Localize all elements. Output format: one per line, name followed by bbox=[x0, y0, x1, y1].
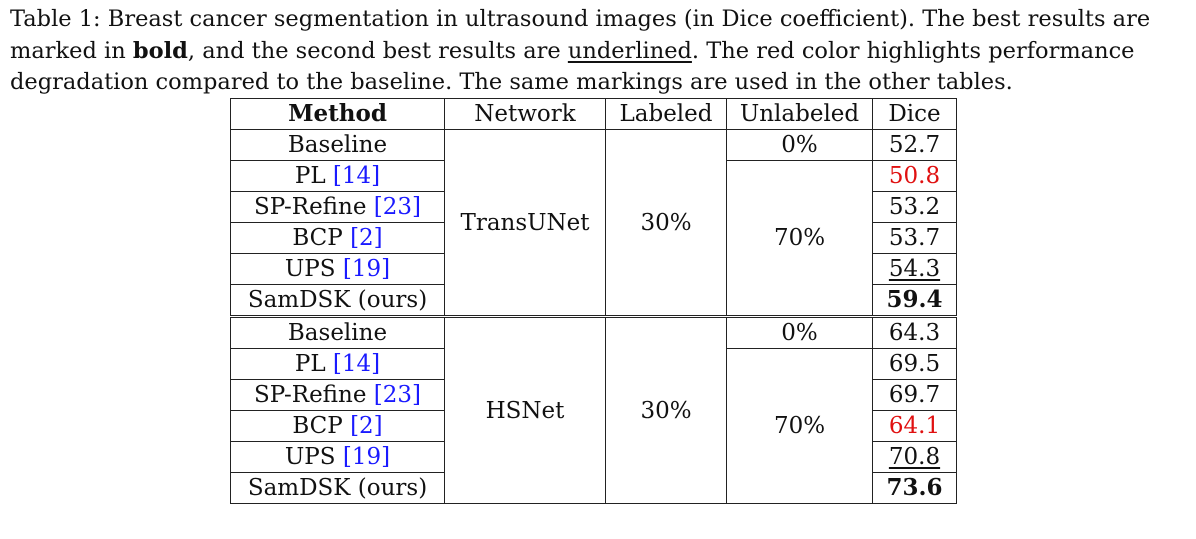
dice-cell: 64.1 bbox=[872, 410, 957, 442]
dice-value: 53.2 bbox=[888, 194, 941, 220]
method-name: BCP bbox=[292, 225, 351, 251]
citation-link[interactable]: [23] bbox=[373, 194, 421, 220]
method-name: UPS bbox=[284, 444, 343, 470]
dice-cell: 64.3 bbox=[872, 315, 957, 349]
method-name: SP-Refine bbox=[254, 382, 374, 408]
dice-cell: 59.4 bbox=[872, 284, 957, 317]
method-name: Baseline bbox=[287, 320, 388, 346]
dice-cell: 69.7 bbox=[872, 379, 957, 411]
caption-text-3: . The red color highlights performance d… bbox=[10, 37, 1135, 96]
unlabeled-cell: 0% bbox=[726, 129, 873, 161]
citation-link[interactable]: [19] bbox=[342, 256, 391, 282]
method-cell: SamDSK (ours) bbox=[230, 472, 445, 504]
table-row: BCP [2] 53.7 bbox=[230, 222, 957, 254]
method-name: BCP bbox=[292, 413, 351, 439]
method-cell: BCP [2] bbox=[230, 410, 445, 442]
method-cell: Baseline bbox=[230, 315, 445, 349]
method-cell: BCP [2] bbox=[230, 222, 445, 254]
dice-value: 70.8 bbox=[888, 444, 941, 470]
table-row: UPS [19] 70.8 bbox=[230, 441, 957, 473]
results-table: Method Network Labeled Unlabeled Dice Ba… bbox=[230, 98, 957, 504]
method-name: PL bbox=[294, 163, 333, 189]
network-cell: TransUNet bbox=[444, 129, 606, 317]
header-row: Method Network Labeled Unlabeled Dice bbox=[230, 98, 957, 130]
dice-value: 59.4 bbox=[886, 286, 943, 313]
citation-link[interactable]: [19] bbox=[342, 444, 391, 470]
table-row: SamDSK (ours) 73.6 bbox=[230, 472, 957, 504]
method-cell: UPS [19] bbox=[230, 441, 445, 473]
method-name: UPS bbox=[284, 256, 343, 282]
dice-cell: 53.2 bbox=[872, 191, 957, 223]
caption-text-1: Table 1: Breast cancer segmentation in u… bbox=[10, 6, 1151, 64]
dice-cell: 70.8 bbox=[872, 441, 957, 473]
method-cell: UPS [19] bbox=[230, 253, 445, 285]
table-row: SP-Refine [23] 69.7 bbox=[230, 379, 957, 411]
header-dice: Dice bbox=[872, 98, 957, 130]
header-labeled: Labeled bbox=[605, 98, 727, 130]
dice-value: 69.7 bbox=[888, 382, 941, 408]
dice-cell: 53.7 bbox=[872, 222, 957, 254]
method-name: SamDSK (ours) bbox=[247, 287, 428, 313]
method-name: SamDSK (ours) bbox=[247, 475, 428, 501]
citation-link[interactable]: [23] bbox=[373, 382, 421, 408]
dice-cell: 69.5 bbox=[872, 348, 957, 380]
citation-link[interactable]: [2] bbox=[350, 225, 383, 251]
dice-value: 50.8 bbox=[888, 163, 941, 189]
dice-value: 52.7 bbox=[888, 132, 941, 158]
method-cell: SamDSK (ours) bbox=[230, 284, 445, 317]
dice-value: 73.6 bbox=[886, 474, 943, 501]
unlabeled-cell: 70% bbox=[726, 160, 873, 317]
method-cell: PL [14] bbox=[230, 160, 445, 192]
method-cell: SP-Refine [23] bbox=[230, 191, 445, 223]
network-cell: HSNet bbox=[444, 315, 606, 504]
method-cell: Baseline bbox=[230, 129, 445, 161]
method-cell: PL [14] bbox=[230, 348, 445, 380]
caption-bold-word: bold bbox=[132, 37, 188, 64]
citation-link[interactable]: [14] bbox=[332, 163, 381, 189]
header-unlabeled: Unlabeled bbox=[726, 98, 873, 130]
labeled-cell: 30% bbox=[605, 315, 727, 504]
table-row: SamDSK (ours) 59.4 bbox=[230, 284, 957, 317]
method-name: SP-Refine bbox=[254, 194, 374, 220]
table-row: PL [14] 70% 69.5 bbox=[230, 348, 957, 504]
header-method: Method bbox=[230, 98, 445, 130]
dice-value: 53.7 bbox=[888, 225, 941, 251]
method-name: PL bbox=[294, 351, 333, 377]
citation-link[interactable]: [14] bbox=[332, 351, 381, 377]
dice-cell: 50.8 bbox=[872, 160, 957, 192]
dice-cell: 52.7 bbox=[872, 129, 957, 161]
dice-cell: 54.3 bbox=[872, 253, 957, 285]
unlabeled-cell: 70% bbox=[726, 348, 873, 504]
dice-value: 64.3 bbox=[888, 320, 941, 346]
caption-underline-word: underlined bbox=[567, 37, 692, 64]
citation-link[interactable]: [2] bbox=[350, 413, 383, 439]
dice-value: 54.3 bbox=[888, 256, 941, 282]
dice-value: 64.1 bbox=[888, 413, 941, 439]
dice-cell: 73.6 bbox=[872, 472, 957, 504]
table-caption: Table 1: Breast cancer segmentation in u… bbox=[10, 4, 1190, 99]
labeled-cell: 30% bbox=[605, 129, 727, 317]
method-name: Baseline bbox=[287, 132, 388, 158]
dice-value: 69.5 bbox=[888, 351, 941, 377]
unlabeled-cell: 0% bbox=[726, 315, 873, 349]
caption-text-2: , and the second best results are bbox=[187, 37, 568, 64]
header-network: Network bbox=[444, 98, 606, 130]
method-cell: SP-Refine [23] bbox=[230, 379, 445, 411]
